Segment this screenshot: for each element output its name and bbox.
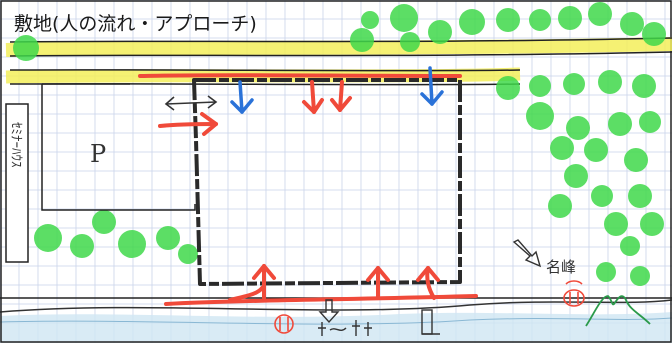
tree <box>118 230 146 258</box>
tree <box>390 4 418 32</box>
tree <box>591 185 613 207</box>
tree <box>640 212 664 236</box>
tree <box>550 136 574 160</box>
tree <box>608 112 632 136</box>
tree <box>526 102 554 130</box>
tree <box>598 70 622 94</box>
road-line-1 <box>9 37 672 43</box>
tree <box>558 6 582 30</box>
site-outline <box>192 78 462 286</box>
tree <box>620 236 640 256</box>
eye-icon <box>563 280 585 307</box>
tree <box>584 138 608 162</box>
tree-group <box>13 2 666 286</box>
tree <box>642 22 666 46</box>
view-arrow-icon <box>512 239 542 268</box>
pedestrian-icon <box>318 299 372 336</box>
parking-lot <box>41 83 196 211</box>
tree <box>624 148 648 172</box>
river <box>0 312 672 343</box>
tree <box>639 111 661 133</box>
tree <box>156 226 180 250</box>
tree <box>13 35 39 61</box>
double-headed-arrow-icon <box>164 95 218 111</box>
tree <box>34 224 62 252</box>
side-building-label: ｾﾐﾅｰﾊｳｽ <box>8 122 23 168</box>
tree <box>566 116 590 140</box>
blue-arrow-down-1 <box>238 80 244 114</box>
tree <box>178 244 198 264</box>
tree <box>630 266 650 286</box>
tree <box>604 212 628 236</box>
red-arrow-bottom-line <box>164 294 478 306</box>
tree <box>496 8 520 32</box>
road-highlight-upper <box>5 37 672 57</box>
river-bank-line-lower <box>0 317 672 325</box>
road-line-3 <box>9 69 521 72</box>
tree <box>529 9 551 31</box>
mountain-icon <box>585 295 651 327</box>
tree <box>496 76 520 100</box>
tree <box>400 32 420 52</box>
tree <box>350 28 374 52</box>
red-arrow-top-line <box>138 73 462 78</box>
red-flow-arrows <box>138 73 478 306</box>
tree <box>428 20 452 44</box>
side-building <box>5 103 29 263</box>
tree <box>596 262 616 282</box>
blue-arrow-down-2 <box>428 66 434 106</box>
tree <box>628 184 652 208</box>
road-line-2 <box>9 51 672 57</box>
red-arrow-right <box>158 122 218 128</box>
tree <box>92 210 116 234</box>
red-arrow-down-2 <box>338 80 344 112</box>
tree <box>459 9 485 35</box>
tree <box>70 234 94 258</box>
tree <box>632 74 656 98</box>
tree <box>563 73 585 95</box>
tree <box>588 2 612 26</box>
blue-flow-arrows <box>230 66 444 114</box>
parking-label: P <box>90 140 106 168</box>
eye-icon-bottom <box>274 314 294 334</box>
tree <box>548 194 572 218</box>
red-arrow-down-1 <box>310 80 316 114</box>
mountain-label: 名峰 <box>546 258 576 276</box>
tree <box>564 164 588 188</box>
tree <box>361 11 379 29</box>
river-bank-line <box>0 299 672 313</box>
tree <box>529 75 551 97</box>
page-title: 敷地(人の流れ・アプローチ) <box>14 13 257 35</box>
tree <box>620 12 644 36</box>
